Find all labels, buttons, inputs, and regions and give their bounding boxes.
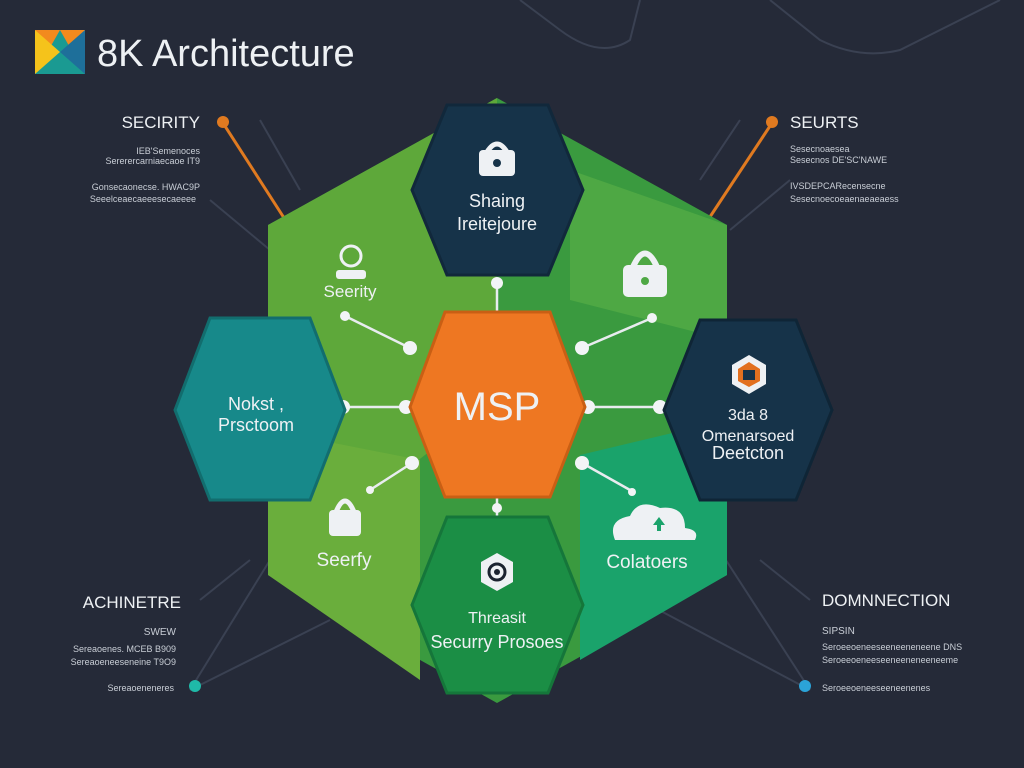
hex-lower-left-label: Seerfy — [317, 550, 372, 571]
hex-upper-left[interactable]: Seerity — [324, 244, 377, 301]
blue-dot-right — [799, 680, 811, 692]
callout-bottom-right: DOMNNECTION SIPSIN Seroeeoeneeseeneenene… — [822, 591, 962, 693]
lock-icon — [479, 141, 515, 176]
hex-right[interactable]: 3da 8 Omenarsoed Deetcton — [662, 318, 834, 502]
callout-bottom-left-line-2: Sereaoeneeseneine T9O9 — [71, 657, 176, 667]
hex-left[interactable]: Nokst , Prsctoom — [173, 316, 347, 502]
callout-bottom-right-line-0: SIPSIN — [822, 626, 855, 637]
callout-top-left-line-2: Gonsecaonecse. HWAC9P — [92, 182, 200, 192]
hex-lower-right[interactable]: Colatoers — [606, 504, 697, 573]
hex-left-line2: Prsctoom — [218, 415, 294, 435]
callout-top-right-line-0: Sesecnoaesea — [790, 144, 850, 154]
hex-bottom-line1: Threasit — [468, 610, 526, 627]
callout-top-right-line-2: IVSDEPCARecensecne — [790, 181, 886, 191]
layers-logo-icon — [35, 30, 85, 74]
callout-top-left-line-0: IEB'Semenoces — [136, 146, 200, 156]
hex-right-line2: Omenarsoed — [702, 428, 795, 445]
hex-left-line1: Nokst , — [228, 394, 284, 414]
callout-bottom-left-line-3: Sereaoeneneres — [107, 683, 174, 693]
cloud-icon — [612, 504, 697, 540]
hex-top-line2: Ireitejoure — [457, 214, 537, 234]
callout-bottom-left: ACHINETRE SWEW Sereaoenes. MCEB B909 Ser… — [71, 593, 181, 693]
callout-bottom-right-line-1: Seroeeoeneeseeneeneneene DNS — [822, 642, 962, 652]
padlock-icon — [623, 250, 667, 297]
callout-bottom-right-heading: DOMNNECTION — [822, 591, 950, 610]
title-block: 8K Architecture — [35, 30, 355, 75]
callout-bottom-left-line-1: Sereaoenes. MCEB B909 — [73, 644, 176, 654]
callout-top-left-line-1: Sererercarniaecaoe IT9 — [105, 156, 200, 166]
callout-top-right-heading: SEURTS — [790, 113, 859, 132]
center-label: MSP — [454, 385, 541, 429]
callout-top-right: SEURTS Sesecnoaesea Sesecnos DE'SC'NAWE … — [790, 113, 899, 204]
hex-center[interactable]: MSP — [408, 310, 587, 499]
accent-lines — [221, 122, 774, 236]
hex-badge-icon — [732, 355, 766, 394]
hex-top-line1: Shaing — [469, 191, 525, 211]
callout-top-left-line-3: Seeelceaecaeeesecaeeee — [90, 194, 196, 204]
callout-bottom-right-line-2: Seroeeoeneeseeneeneneeneeme — [822, 655, 958, 665]
callout-top-right-line-3: Sesecnoecoeaenaeaeaess — [790, 194, 899, 204]
callout-bottom-left-line-0: SWEW — [144, 627, 177, 638]
accent-dot-right — [766, 116, 778, 128]
hex-lower-left[interactable]: Seerfy — [317, 498, 372, 571]
callout-top-left: SECIRITY IEB'Semenoces Sererercarniaecao… — [90, 113, 201, 204]
teal-dot-left — [189, 680, 201, 692]
hex-bottom[interactable]: Threasit Securry Prosoes — [410, 515, 585, 695]
hex-right-line3: Deetcton — [712, 443, 784, 463]
background-lines — [189, 0, 1001, 691]
callout-bottom-right-line-3: Seroeeoeneeseeneenenes — [822, 683, 931, 693]
hex-lower-right-label: Colatoers — [606, 552, 687, 573]
callout-top-left-heading: SECIRITY — [122, 113, 200, 132]
hex-upper-left-label: Seerity — [324, 282, 377, 301]
padlock-small-icon — [329, 498, 361, 536]
hex-right-line1: 3da 8 — [728, 407, 768, 424]
person-icon — [336, 244, 366, 279]
callout-bottom-left-heading: ACHINETRE — [83, 593, 181, 612]
accent-dot-left — [217, 116, 229, 128]
page-title: 8K Architecture — [97, 33, 355, 75]
hex-top[interactable]: Shaing Ireitejoure — [410, 103, 585, 277]
callout-top-right-line-1: Sesecnos DE'SC'NAWE — [790, 155, 887, 165]
hex-bottom-line2: Securry Prosoes — [430, 632, 563, 652]
gear-badge-icon — [481, 553, 513, 591]
